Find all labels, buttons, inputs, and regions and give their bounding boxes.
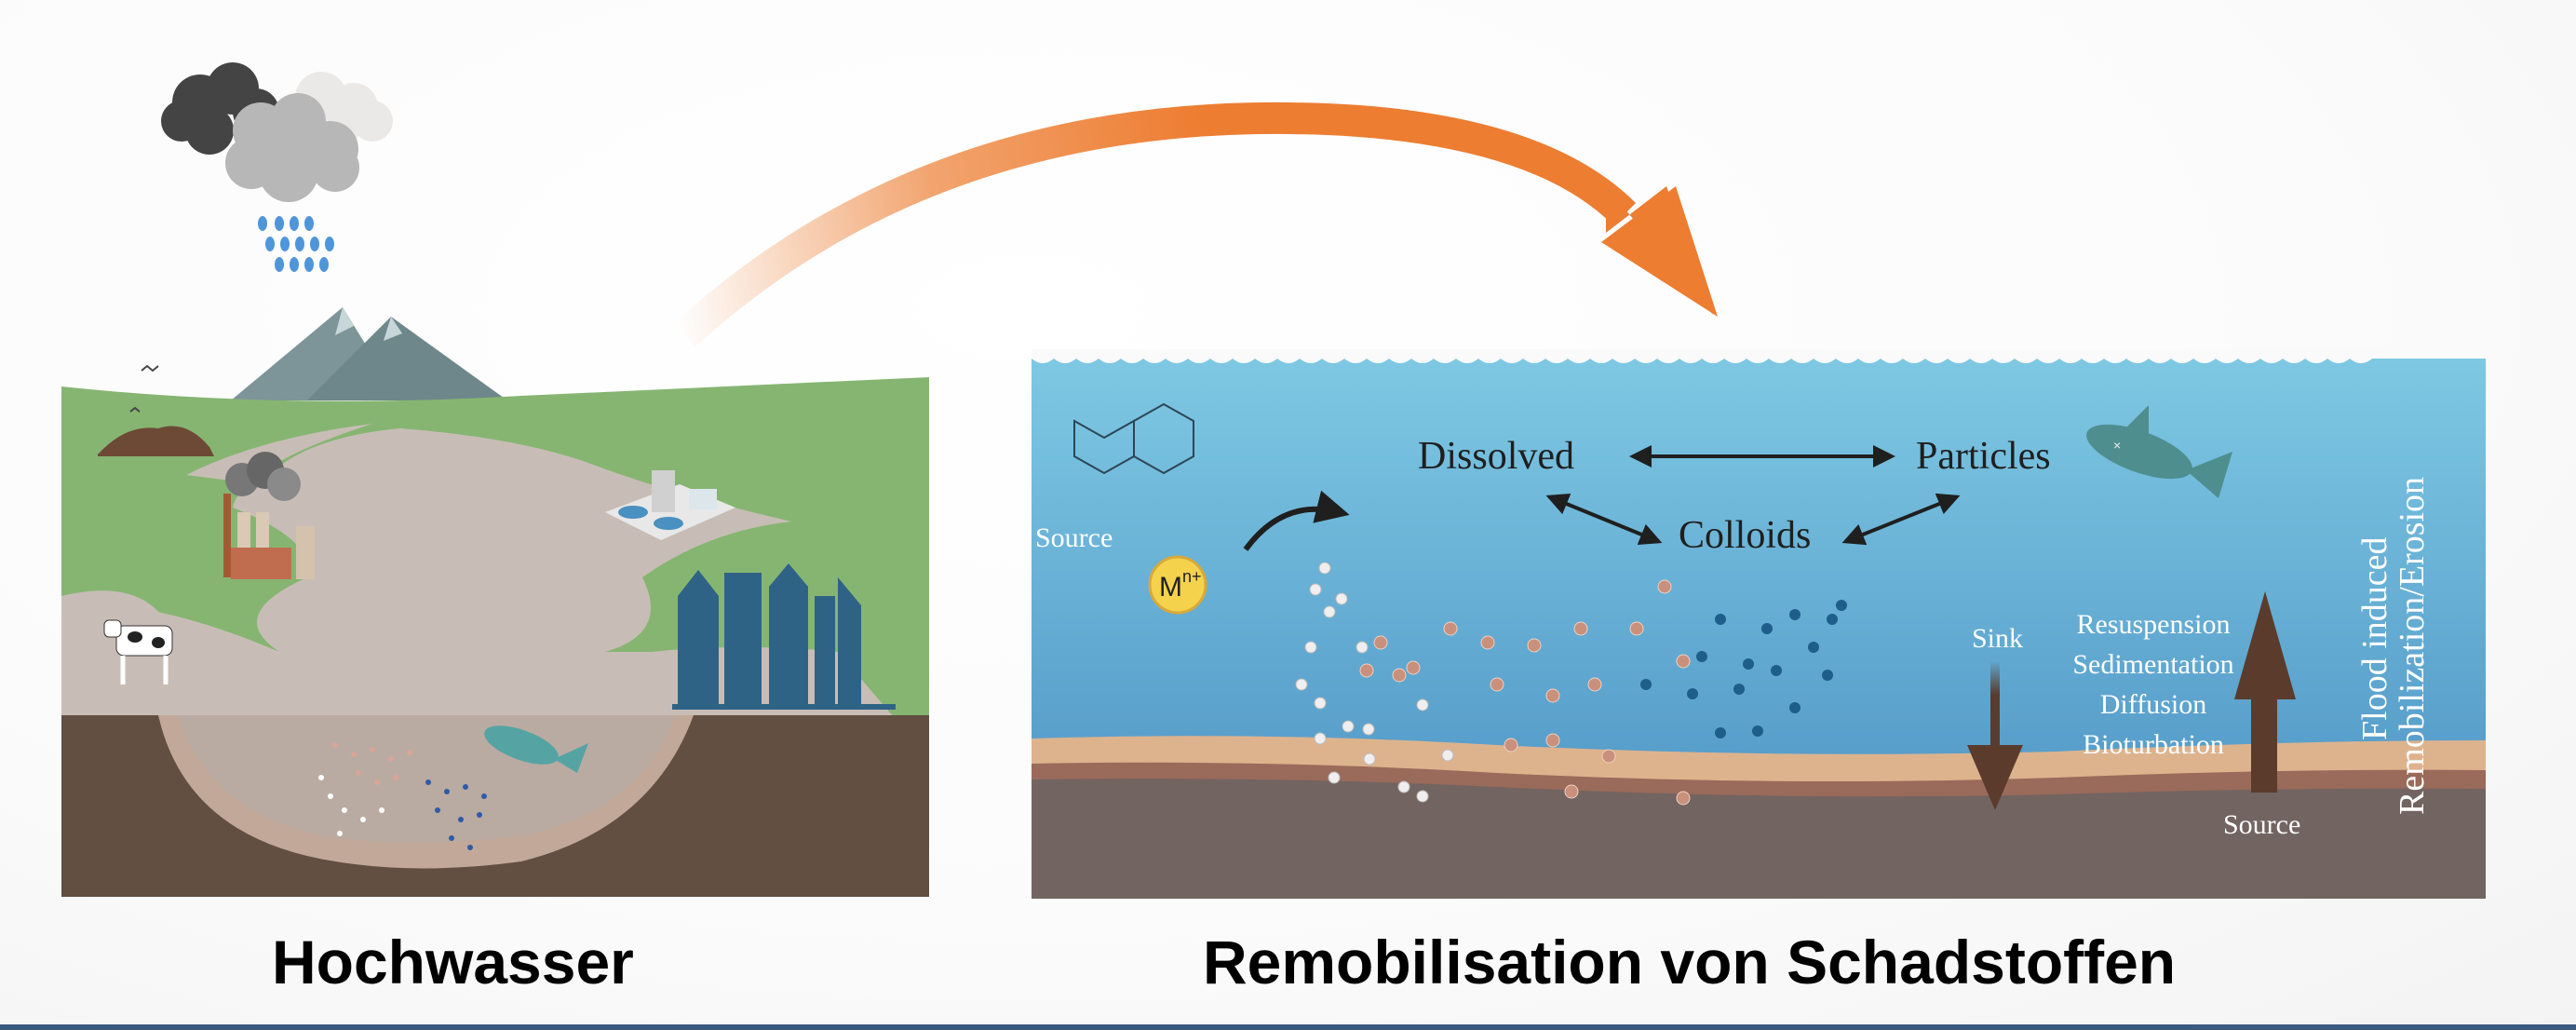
caption-hochwasser: Hochwasser: [272, 928, 634, 996]
fish-icon: ×: [2086, 405, 2232, 498]
particles-label: Particles: [1916, 435, 2051, 478]
colloids-label: Colloids: [1679, 514, 1811, 557]
naphthalene-molecule-icon: [1073, 402, 1194, 475]
metal-ion-symbol: M: [1159, 572, 1182, 603]
landfill-icon: [98, 426, 214, 456]
sink-arrow-shaft: [1990, 661, 2000, 745]
caption-remobilisation: Remobilisation von Schadstoffen: [1203, 928, 2177, 996]
process-bioturbation: Bioturbation: [2083, 729, 2224, 760]
colloids-particles-arrow: [1841, 493, 1961, 546]
contaminant-particles-left: [318, 742, 487, 850]
sink-arrow-head: [1967, 745, 2023, 810]
vertical-label-line1: Flood induced: [2355, 537, 2394, 740]
dissolved-colloids-arrow: [1545, 493, 1663, 546]
sediment-deep-layer: [1032, 779, 2486, 899]
water-treatment-plant-icon: [605, 470, 735, 540]
remobilization-arrow-head: [2234, 591, 2296, 699]
vertical-label-line2: Remobilization/Erosion: [2393, 477, 2432, 815]
birds-icon: [129, 364, 159, 413]
process-resuspension: Resuspension: [2077, 609, 2231, 640]
rain-clouds-icon: [161, 62, 393, 202]
mountain-icon: [231, 307, 507, 400]
contaminant-particles-right: [1295, 562, 1847, 806]
metal-ion-charge: n+: [1182, 567, 1202, 586]
fish-icon: [484, 725, 588, 773]
cow-icon: [103, 619, 173, 684]
source-label-bottom: Source: [2223, 809, 2300, 840]
city-buildings-icon: [672, 563, 896, 710]
rain-drops-icon: [258, 216, 334, 272]
process-list: Resuspension Sedimentation Diffusion Bio…: [2072, 609, 2233, 760]
metal-ion-icon: M n+: [1148, 555, 1207, 615]
process-sedimentation: Sedimentation: [2072, 649, 2233, 680]
process-diffusion: Diffusion: [2100, 689, 2206, 720]
water-surface-waves: [1032, 349, 2486, 363]
factory-icon: [223, 452, 315, 579]
source-to-dissolved-arrow: [1243, 490, 1350, 551]
sink-label: Sink: [1972, 623, 2023, 654]
river: [186, 424, 791, 652]
flood-scene: [61, 62, 929, 897]
source-label-top: Source: [1035, 522, 1113, 553]
remobilisation-diagram: Source M n+ Dissolved Particles Colloids…: [1032, 349, 2486, 899]
dissolved-label: Dissolved: [1418, 435, 1574, 478]
footer-bar: [0, 1024, 2576, 1030]
svg-text:×: ×: [2113, 438, 2121, 453]
remobilization-arrow-shaft: [2251, 699, 2277, 793]
orange-arrow-head: [1606, 186, 1713, 315]
